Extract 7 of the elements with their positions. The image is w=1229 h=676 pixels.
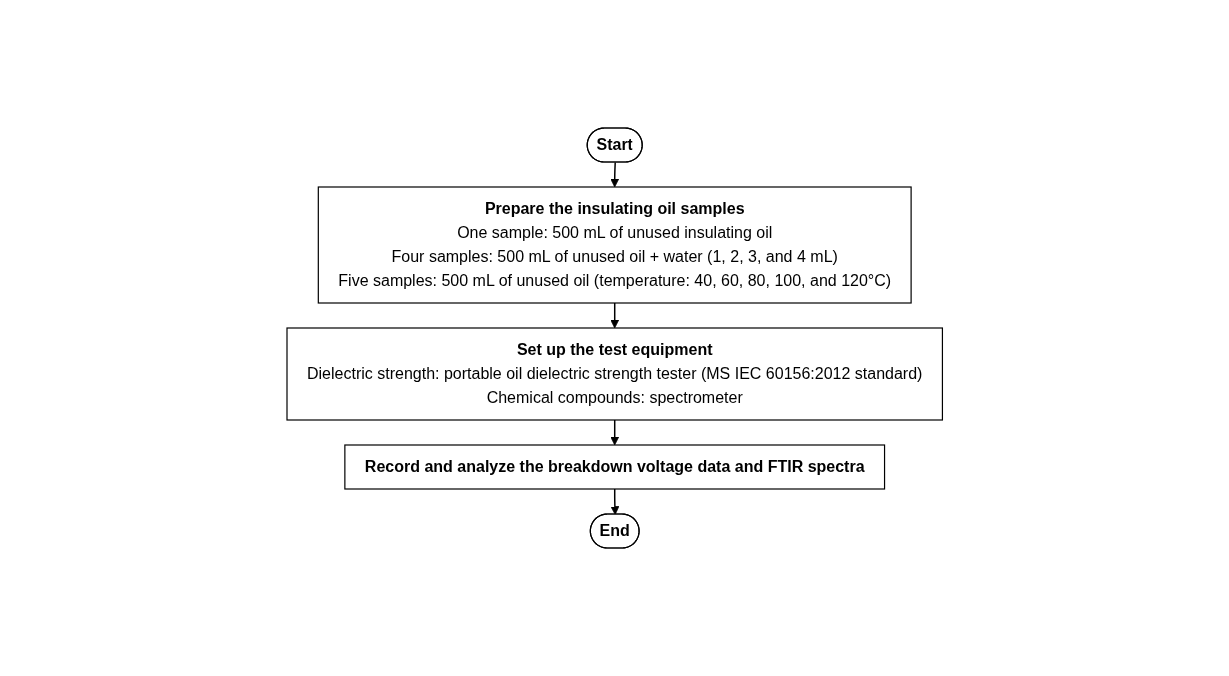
node-box: Record and analyze the breakdown voltage data and FTIR spectra: [344, 444, 885, 490]
node-box: Prepare the insulating oil samples One sample: 500 mL of unused insulating oil Four samples: 500 mL of unused oil + water (1, 2, 3, and 4 mL) Five samples: 500 mL of unused oil (temperature: 40, 60, 80, 100, and 120°C): [317, 186, 912, 304]
arrow: [610, 488, 620, 515]
arrow: [610, 302, 619, 329]
arrow: [610, 419, 619, 446]
arrow: [610, 161, 619, 188]
node-box: Set up the test equipment Dielectric strength: portable oil dielectric strength tester (MS IEC 60156:2012 standard) Chemical compounds: spectrometer: [286, 327, 943, 421]
